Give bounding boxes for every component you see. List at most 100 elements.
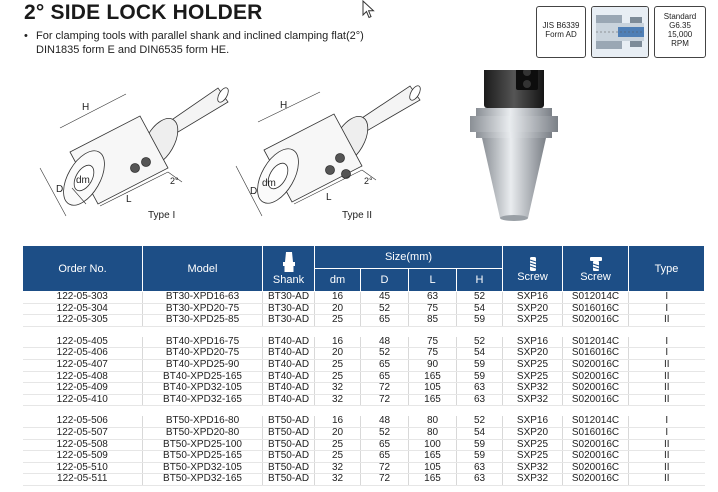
cell-type: II [628,451,705,463]
type2-dim-angle: 2° [364,176,373,186]
cell-H: 63 [456,383,503,395]
cell-H: 63 [456,394,503,407]
cell-shank: BT30-AD [262,315,315,327]
cell-D: 48 [360,336,409,349]
type1-label: Type I [148,210,176,221]
cell-shank: BT50-AD [262,439,315,452]
cell-L: 100 [408,439,457,452]
cell-model: BT50-XPD20-80 [142,427,263,440]
cell-type: II [628,474,705,486]
cell-screw-part: S016016C [562,348,629,360]
cell-screw: SXP25 [502,315,563,327]
cell-type: I [628,427,705,440]
spec-table: Order No. Model Shank Size(mm) Screw [22,245,705,486]
header-screw-1-label: Screw [517,270,548,283]
description-line-2: DIN1835 form E and DIN6535 form HE. [36,44,230,56]
cell-screw: SXP32 [502,474,563,486]
cell-shank: BT50-AD [262,451,315,463]
cell-screw: SXP25 [502,359,563,372]
page-title: 2° SIDE LOCK HOLDER [24,1,263,24]
cell-screw-part: S020016C [562,462,629,475]
cell-D: 72 [360,383,409,395]
cell-H: 54 [456,348,503,360]
cell-order-no: 122-05-304 [22,303,143,316]
cell-screw: SXP25 [502,451,563,463]
cell-model: BT50-XPD16-80 [142,415,263,428]
cell-type: I [628,348,705,360]
type1-dim-dm: dm [76,175,90,186]
cell-H: 63 [456,474,503,486]
cell-dm: 16 [314,336,361,349]
cell-shank: BT40-AD [262,394,315,407]
cell-L: 75 [408,348,457,360]
cell-H: 63 [456,462,503,475]
cell-H: 59 [456,371,503,384]
cell-L: 90 [408,359,457,372]
cell-dm: 32 [314,394,361,407]
type1-drawing [39,87,229,217]
header-screw-2-label: Screw [580,270,611,283]
cell-L: 165 [408,451,457,463]
cell-H: 54 [456,427,503,440]
description: •For clamping tools with parallel shank … [24,29,364,57]
type1-dim-D: D [56,184,63,195]
cell-shank: BT30-AD [262,291,315,304]
cell-dm: 25 [314,439,361,452]
type2-dim-H: H [280,100,287,111]
type1-dim-L: L [126,194,132,205]
standard-line-3: 15,000 [667,30,693,39]
spec-badges: JIS B6339 Form AD Standard G6.35 15,000 … [536,4,706,58]
cell-screw-part: S020016C [562,474,629,486]
cell-type: II [628,439,705,452]
cell-order-no: 122-05-510 [22,462,143,475]
header-screw-1: Screw [502,245,563,292]
cell-type: II [628,371,705,384]
cell-screw-part: S016016C [562,427,629,440]
cell-D: 52 [360,303,409,316]
cell-screw-part: S020016C [562,383,629,395]
cell-H: 59 [456,359,503,372]
header-type: Type [628,245,705,292]
cell-shank: BT40-AD [262,348,315,360]
cell-dm: 25 [314,315,361,327]
cell-screw-part: S020016C [562,451,629,463]
cell-L: 165 [408,394,457,407]
jis-badge-label: JIS B6339 Form AD [542,21,580,39]
cell-model: BT40-XPD25-90 [142,359,263,372]
cell-screw: SXP20 [502,427,563,440]
standard-line-2: G6.35 [669,21,691,30]
cell-D: 72 [360,394,409,407]
cell-screw: SXP32 [502,394,563,407]
cell-shank: BT40-AD [262,336,315,349]
cell-order-no: 122-05-408 [22,371,143,384]
cell-dm: 20 [314,427,361,440]
cell-model: BT30-XPD25-85 [142,315,263,327]
cell-type: II [628,315,705,327]
technical-drawings: H D dm L 2° H D dm L 2° [39,54,558,221]
cell-type: II [628,394,705,407]
cell-model: BT50-XPD25-100 [142,439,263,452]
cell-dm: 16 [314,415,361,428]
cell-shank: BT50-AD [262,474,315,486]
cell-type: II [628,359,705,372]
cell-dm: 32 [314,383,361,395]
cell-model: BT50-XPD25-165 [142,451,263,463]
cell-H: 59 [456,315,503,327]
cell-model: BT50-XPD32-105 [142,462,263,475]
cell-L: 75 [408,303,457,316]
cell-screw-part: S016016C [562,303,629,316]
form-ad-diagram-icon [591,6,649,58]
cell-screw: SXP16 [502,291,563,304]
header-D: D [360,268,409,292]
cell-screw-part: S020016C [562,359,629,372]
cell-D: 65 [360,315,409,327]
cell-H: 59 [456,451,503,463]
cell-type: I [628,415,705,428]
header-L: L [408,268,457,292]
